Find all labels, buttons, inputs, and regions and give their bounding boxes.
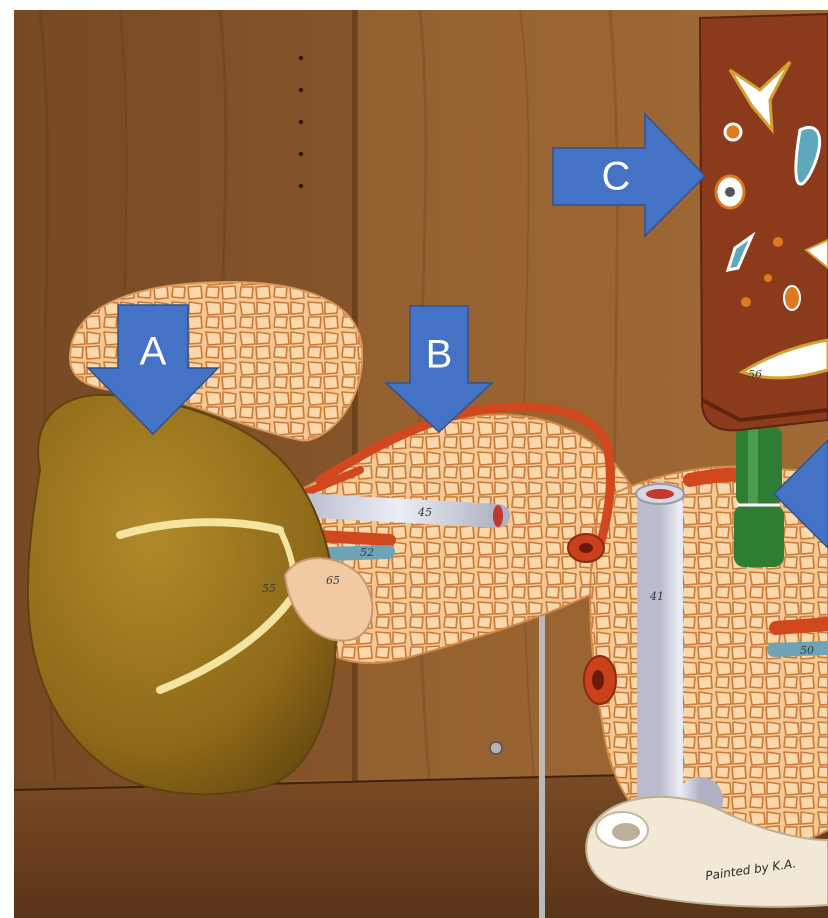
- right-vessels: 50: [767, 617, 828, 657]
- artery-stubs: [567, 467, 747, 705]
- duodenum: Painted by K.A.: [585, 795, 828, 908]
- label-50: 50: [800, 644, 814, 657]
- label-56: 56: [748, 368, 762, 381]
- splenic-artery: [315, 402, 615, 550]
- arrow-c: C: [552, 112, 707, 238]
- label-52: 52: [360, 546, 374, 559]
- arrow-d-partial: [772, 438, 828, 550]
- arrow-a-label: A: [140, 330, 167, 374]
- stand-rod: [539, 610, 545, 918]
- bile-duct: [734, 426, 784, 567]
- arrow-b-label: B: [426, 333, 453, 377]
- label-55: 55: [262, 582, 276, 595]
- arrow-a: A: [86, 304, 220, 436]
- label-45: 45: [417, 506, 432, 519]
- label-65: 65: [326, 574, 340, 587]
- arrow-c-label: C: [602, 155, 631, 199]
- spleen: 55: [26, 393, 338, 796]
- splenic-vein: 45: [288, 493, 510, 528]
- arrow-b: B: [384, 305, 494, 434]
- splenic-hilum: 65: [283, 557, 374, 642]
- liver-section-block: 56: [698, 12, 828, 432]
- label-41: 41: [649, 590, 664, 603]
- artery-branch: [296, 466, 364, 499]
